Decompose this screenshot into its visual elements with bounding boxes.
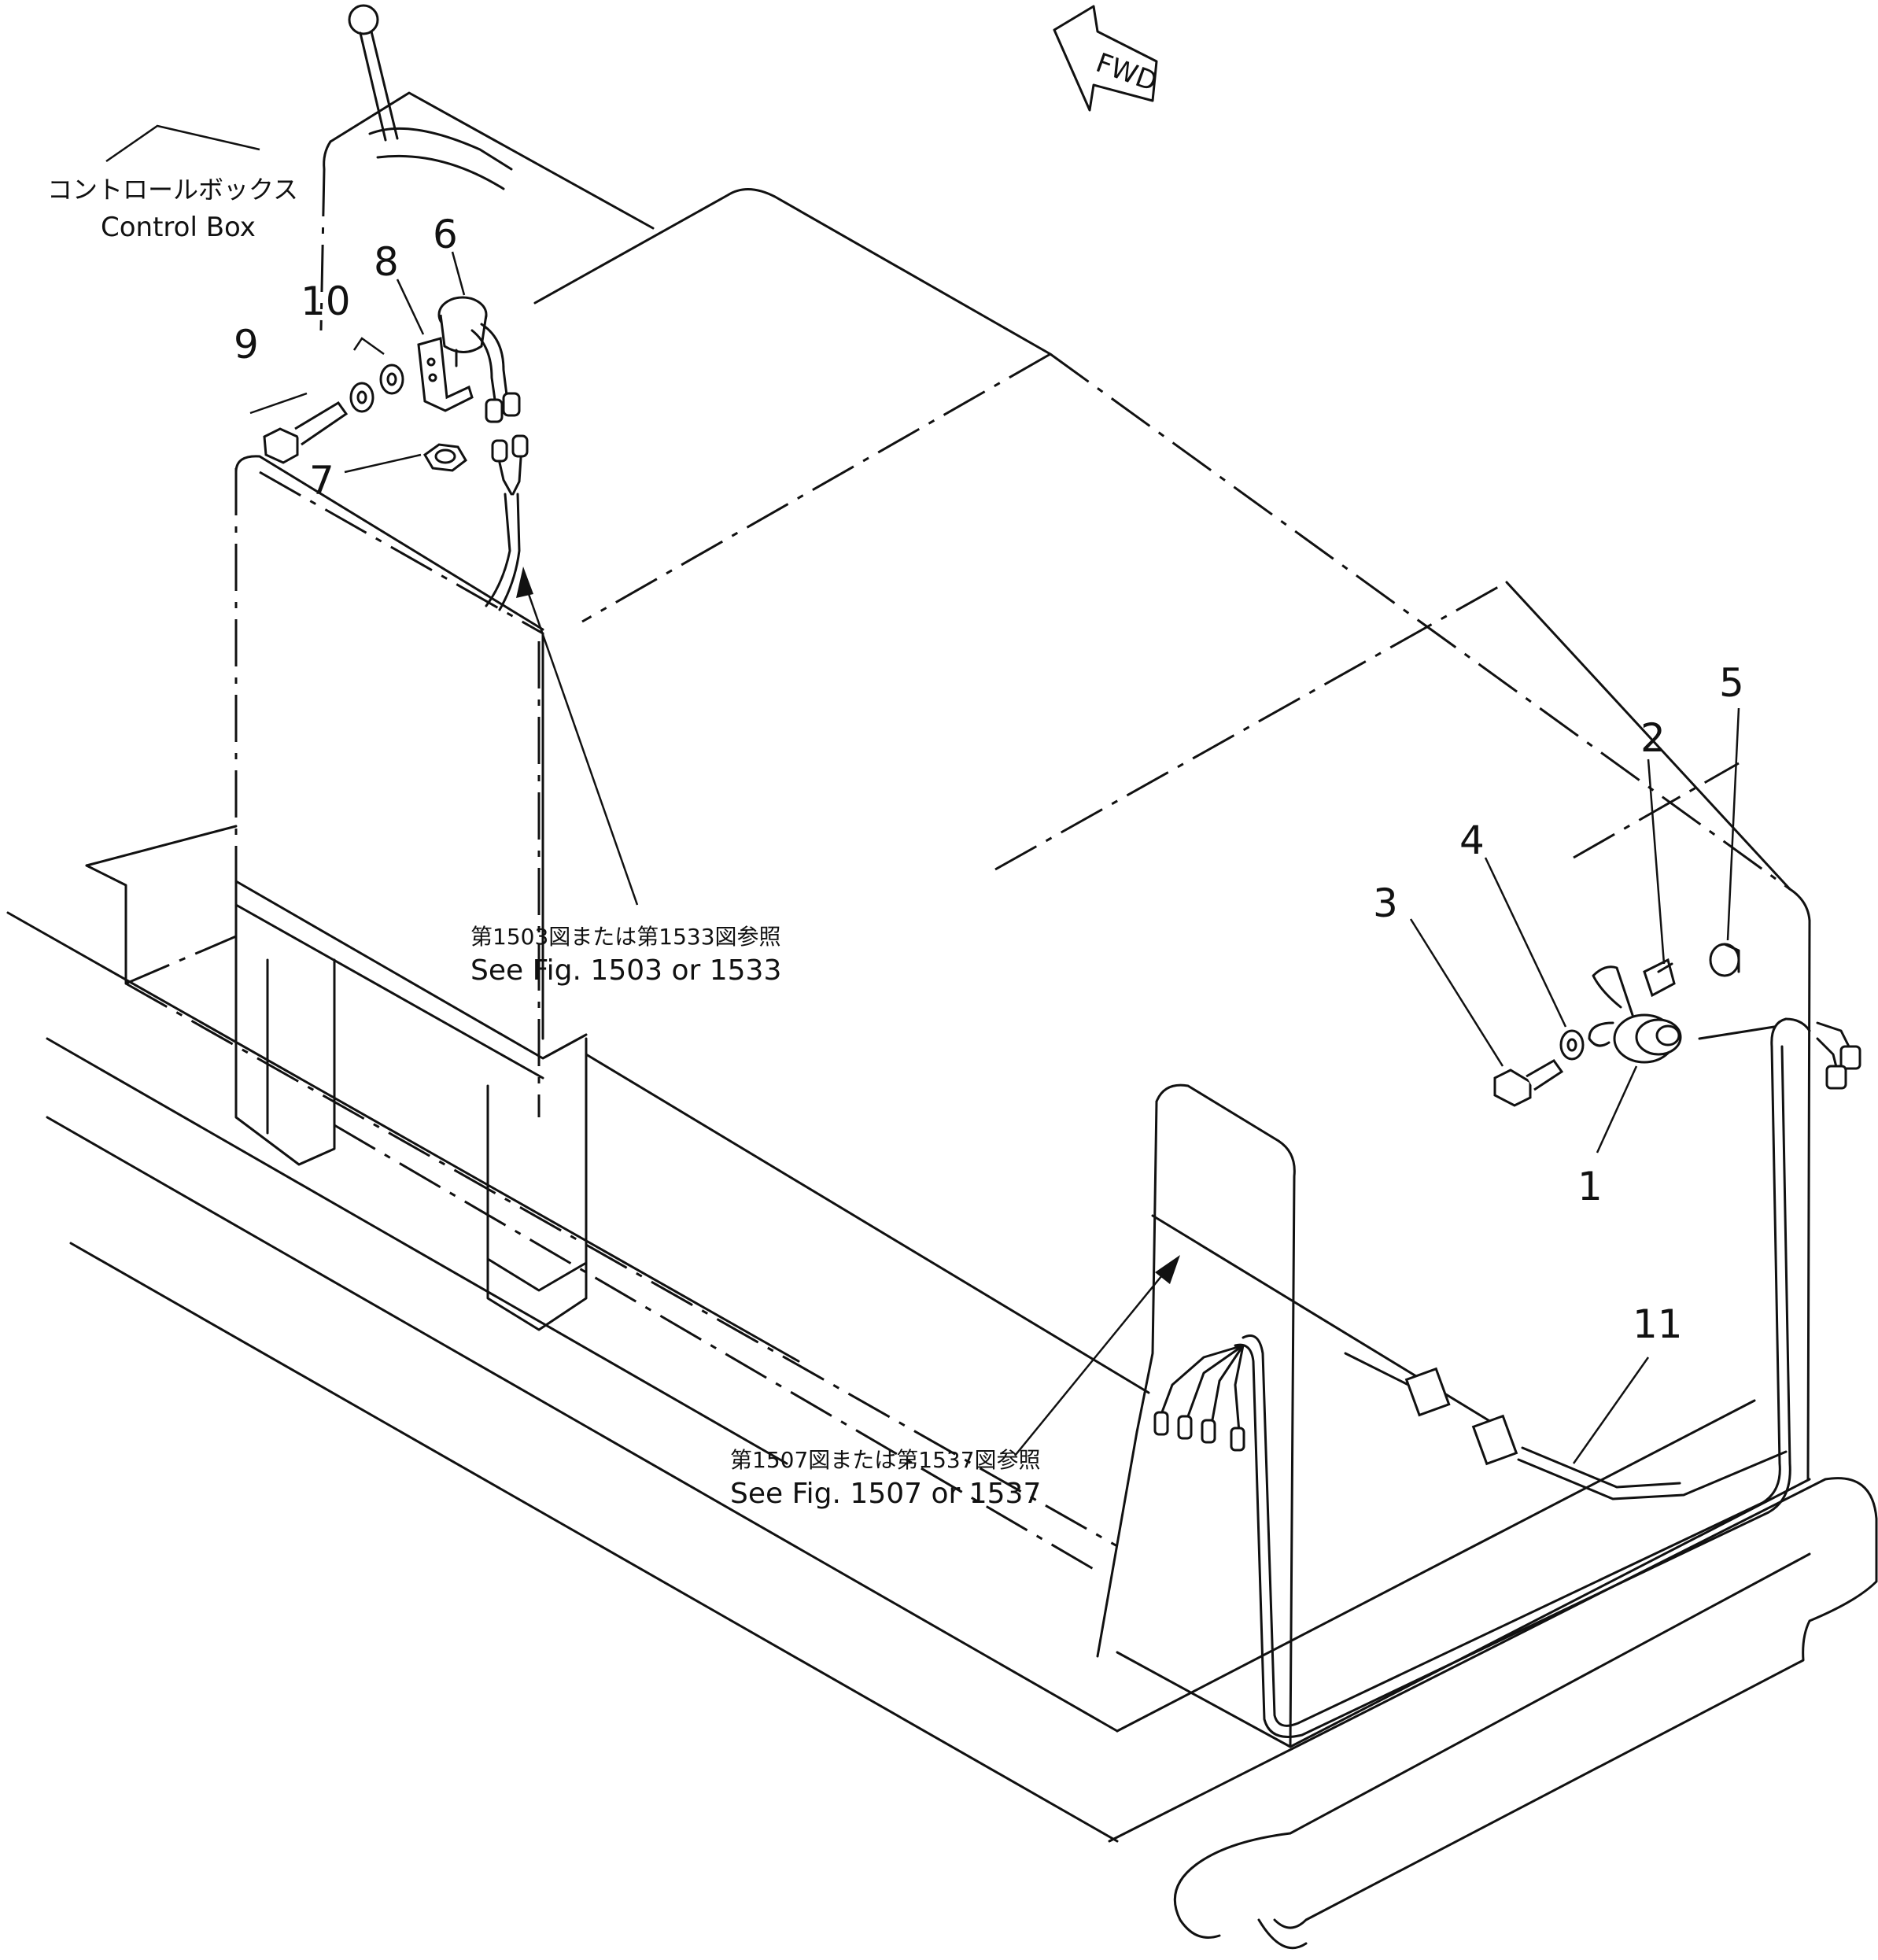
fwd-arrow-badge: FWD [1053,5,1161,112]
arrow-head-lower [1155,1255,1180,1284]
connector-11 [1471,1414,1518,1466]
fwd-label: FWD [1092,47,1161,98]
callout-6: 6 [433,212,458,257]
callout-2: 2 [1640,715,1666,761]
callout-1: 1 [1577,1164,1603,1209]
reference-lower-jp: 第1507図または第1537図参照 [730,1447,1041,1473]
part-10-washers [349,364,404,413]
control-box-label-jp: コントロールボックス [47,175,298,205]
part-1-switch [1588,965,1776,1064]
leader-lines [105,124,1740,1464]
right-box [1096,1083,1811,1748]
connector-mate [1404,1367,1451,1417]
center-console-box [533,187,1811,1481]
left-tall-box [234,455,588,1331]
part-8-bracket [417,337,474,412]
track-rail [1108,1399,1878,1950]
part-4-washer [1559,1029,1585,1061]
callout-9: 9 [234,322,259,367]
reference-upper-en: See Fig. 1503 or 1533 [470,954,781,987]
callout-5: 5 [1719,660,1744,706]
part-2-clip [1643,958,1676,998]
upper-harness [485,434,529,611]
callout-8: 8 [374,239,399,285]
callout-4: 4 [1459,818,1485,863]
reference-lower-en: See Fig. 1507 or 1537 [730,1478,1041,1510]
left-rails [6,825,1150,1843]
part-7-nut [423,443,467,472]
part-3-bolt [1493,1059,1564,1107]
part-9-bolt [263,401,349,464]
callout-10: 10 [301,279,351,324]
reference-upper-jp: 第1503図または第1533図参照 [470,924,781,950]
callout-3: 3 [1373,880,1398,926]
arrow-head-upper [516,567,533,598]
callout-7: 7 [309,458,334,504]
control-box-label-en: Control Box [101,212,256,243]
callout-11: 11 [1633,1301,1683,1347]
wiring-harness [1153,1017,1861,1738]
control-lever [348,4,513,190]
part-6-switch [437,296,521,423]
part-5-cap [1709,943,1740,977]
